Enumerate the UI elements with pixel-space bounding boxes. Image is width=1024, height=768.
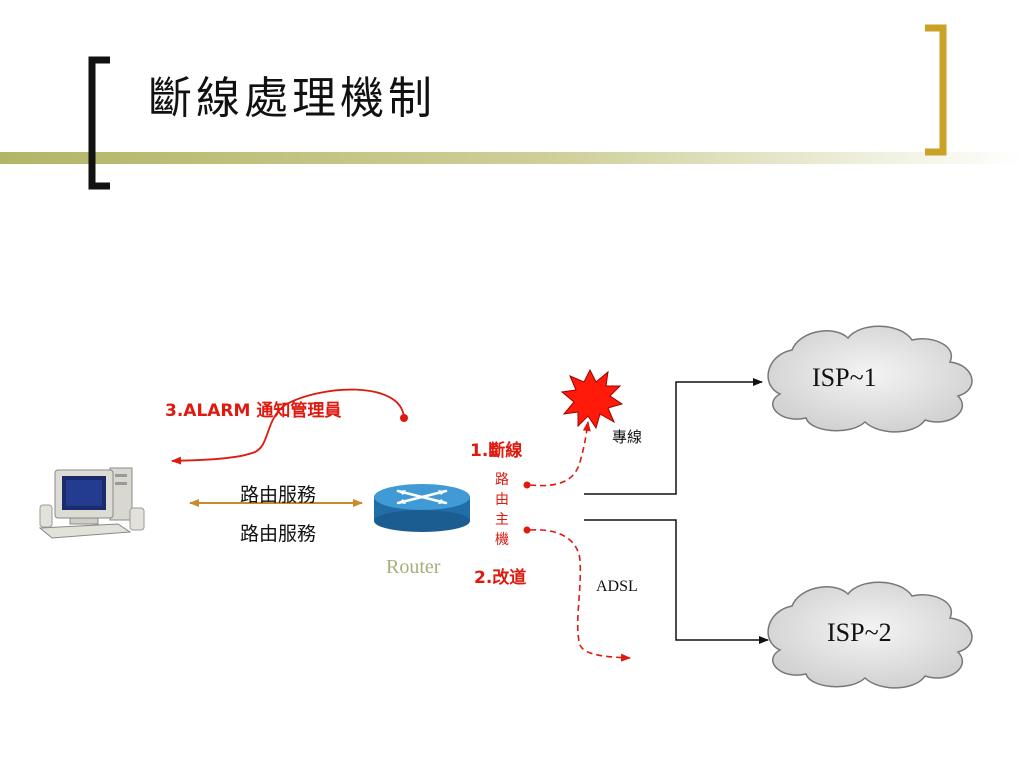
- adsl-connection: [584, 519, 769, 644]
- explosion-icon: [560, 368, 624, 430]
- leased-line-label: 專線: [612, 428, 643, 446]
- slide-title: 斷線處理機制: [148, 73, 436, 124]
- leased-line-connection: [584, 378, 763, 495]
- alarm-curve-arrow: [171, 388, 405, 465]
- step1-label: 1.斷線: [470, 441, 523, 461]
- route-service-top-label: 路由服務: [240, 484, 317, 506]
- title-decoration: [0, 24, 1024, 190]
- isp2-label: ISP~2: [827, 618, 892, 647]
- router-host-char: 機: [495, 532, 509, 548]
- router-icon: [374, 484, 470, 532]
- title-underline-bar: [0, 152, 1024, 164]
- left-bracket: [88, 56, 110, 190]
- alarm-label: 3.ALARM 通知管理員: [165, 401, 342, 421]
- step2-label: 2.改道: [474, 568, 527, 588]
- router-host-char: 主: [495, 512, 509, 528]
- router-host-char: 路: [495, 472, 509, 488]
- reroute-dot: [523, 526, 531, 534]
- isp2-cloud: [767, 581, 973, 689]
- right-bracket: [925, 24, 947, 156]
- route-service-bottom-label: 路由服務: [240, 523, 317, 545]
- break-dashed-arrow: [529, 421, 591, 487]
- break-dot: [523, 481, 531, 489]
- router-host-label: 路 由 主 機: [492, 470, 512, 550]
- router-label: Router: [386, 556, 441, 578]
- isp1-label: ISP~1: [812, 363, 877, 392]
- adsl-label: ADSL: [596, 578, 638, 595]
- alarm-origin-dot: [400, 414, 408, 422]
- isp1-cloud: [767, 325, 973, 433]
- computer-icon: [38, 467, 145, 539]
- router-host-char: 由: [495, 492, 509, 508]
